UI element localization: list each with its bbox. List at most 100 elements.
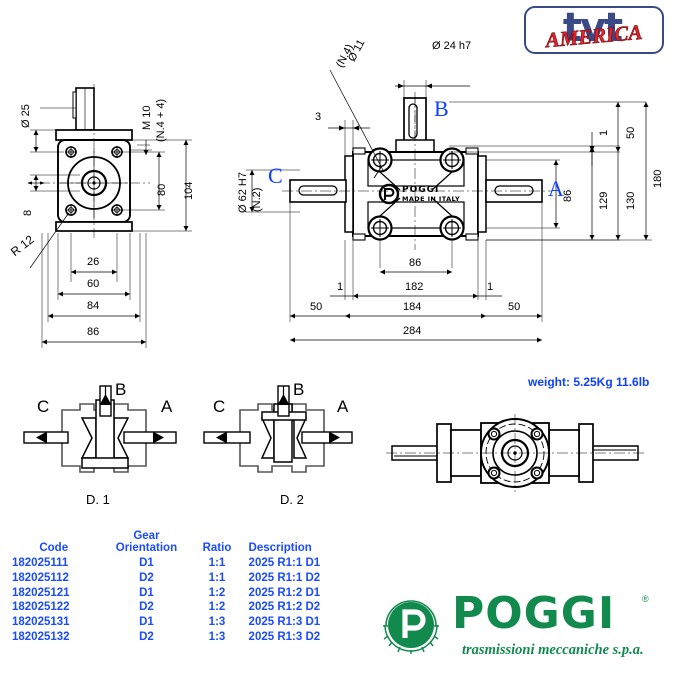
d2-label-a: A <box>337 397 349 416</box>
shaft-label-c: C <box>268 163 283 188</box>
cell-orientation: D1 <box>139 556 154 569</box>
left-view-geometry <box>40 84 150 240</box>
d2-caption: D. 2 <box>280 492 304 507</box>
poggi-tagline: trasmissioni meccaniche s.p.a. <box>462 642 644 658</box>
cell-code: 182025111 <box>12 556 69 569</box>
dim-180: 180 <box>652 169 664 188</box>
th-orientation-label: Orientation <box>115 542 178 555</box>
dim-60: 60 <box>87 278 100 290</box>
table-row: 182025111 D1 1:1 2025 R1:1 D1 <box>8 556 358 571</box>
cell-ratio: 1:3 <box>208 616 226 629</box>
d2-label-b: B <box>293 380 305 399</box>
orientation-d1-geometry <box>23 385 177 473</box>
table-row: 182025121 D1 1:2 2025 R1:2 D1 <box>8 586 358 601</box>
left-view-dimensions <box>27 107 192 348</box>
svg-text:POGGI: POGGI <box>402 185 439 195</box>
main-view-dimensions <box>246 69 652 343</box>
dim-50-right-bottom: 50 <box>508 301 521 313</box>
dim-diameter-24-h7: Ø 24 h7 <box>432 40 472 52</box>
dim-104: 104 <box>183 181 195 200</box>
dim-1-left-bottom: 1 <box>337 281 344 293</box>
weight-note: weight: 5.25Kg 11.6lb <box>528 375 650 389</box>
product-code-table: Code Gear Orientation Ratio Description <box>8 530 358 645</box>
dim-50-right: 50 <box>625 126 637 139</box>
dim-n4plus4: (N.4 + 4) <box>155 98 167 142</box>
dim-m10: M 10 <box>141 105 153 130</box>
th-code-label: Code <box>39 542 69 555</box>
cell-ratio: 1:2 <box>208 601 226 614</box>
th-gear-label: Gear <box>133 530 160 542</box>
th-ratio: Ratio <box>193 530 240 556</box>
cell-orientation: D2 <box>139 571 154 584</box>
dim-n2: (N.2) <box>251 187 263 212</box>
cell-description: 2025 R1:1 D1 <box>248 556 321 569</box>
cell-ratio: 1:3 <box>208 631 226 644</box>
dim-182: 182 <box>405 281 424 293</box>
bottom-view-geometry <box>386 414 645 492</box>
cell-code: 182025112 <box>12 571 69 584</box>
orientation-d2-geometry <box>203 385 353 473</box>
cell-code: 182025122 <box>12 601 70 614</box>
d1-caption: D. 1 <box>86 492 110 507</box>
th-description: Description <box>241 530 358 556</box>
cell-ratio: 1:1 <box>208 571 226 584</box>
d2-label-c: C <box>213 397 226 416</box>
th-ratio-label: Ratio <box>202 542 232 555</box>
cell-description: 2025 R1:3 D1 <box>248 616 321 629</box>
table-row: 182025132 D2 1:3 2025 R1:3 D2 <box>8 630 358 645</box>
th-description-label: Description <box>248 542 312 555</box>
dim-1-right-bottom: 1 <box>487 281 494 293</box>
tvt-america-logo: tvt AMERICA <box>512 2 672 54</box>
table-row: 182025131 D1 1:3 2025 R1:3 D1 <box>8 615 358 630</box>
th-gear-orientation: Gear Orientation <box>99 530 193 556</box>
cell-orientation: D2 <box>139 601 154 614</box>
cell-orientation: D2 <box>139 631 154 644</box>
svg-text:MADE IN ITALY: MADE IN ITALY <box>402 195 460 203</box>
table-row: 182025112 D2 1:1 2025 R1:1 D2 <box>8 571 358 586</box>
code-table: Code Gear Orientation Ratio Description <box>8 530 358 645</box>
poggi-logo: POGGI ® trasmissioni meccaniche s.p.a. <box>378 592 668 668</box>
poggi-registered-mark: ® <box>642 594 649 604</box>
poggi-gear-icon <box>383 600 439 654</box>
cell-ratio: 1:2 <box>208 586 226 599</box>
cell-description: 2025 R1:2 D1 <box>248 586 321 599</box>
dim-129: 129 <box>598 191 610 210</box>
dim-284: 284 <box>403 325 422 337</box>
main-view-geometry: POGGI MADE IN ITALY <box>282 92 552 250</box>
th-code: Code <box>8 530 99 556</box>
cell-code: 182025131 <box>12 616 70 629</box>
dim-26: 26 <box>87 256 100 268</box>
dim-1-right: 1 <box>598 129 610 136</box>
cell-description: 2025 R1:3 D2 <box>248 631 321 644</box>
cell-code: 182025132 <box>12 631 70 644</box>
cell-description: 2025 R1:2 D2 <box>248 601 321 614</box>
dim-3: 3 <box>315 111 322 123</box>
dim-diameter-62-h7: Ø 62 H7 <box>237 172 249 213</box>
dim-80: 80 <box>156 183 168 196</box>
dim-86-bottom: 86 <box>409 257 422 269</box>
cell-code: 182025121 <box>12 586 70 599</box>
tvt-logo-wordmark: tvt <box>562 5 623 51</box>
shaft-label-b: B <box>434 96 449 121</box>
table-row: 182025122 D2 1:2 2025 R1:2 D2 <box>8 600 358 615</box>
shaft-label-a: A <box>548 176 564 201</box>
d1-label-c: C <box>37 397 50 416</box>
cell-ratio: 1:1 <box>208 556 226 569</box>
dim-130: 130 <box>625 191 637 210</box>
dim-84: 84 <box>87 300 100 312</box>
dim-86-left: 86 <box>87 326 100 338</box>
cell-description: 2025 R1:1 D2 <box>248 571 321 584</box>
dim-8: 8 <box>22 209 34 216</box>
d1-label-b: B <box>115 380 127 399</box>
d1-label-a: A <box>161 397 173 416</box>
poggi-wordmark: POGGI <box>452 588 616 639</box>
dim-diameter-25: Ø 25 <box>20 104 32 128</box>
code-table-body: 182025111 D1 1:1 2025 R1:1 D1 182025112 … <box>8 556 358 645</box>
cell-orientation: D1 <box>139 586 154 599</box>
dim-50-left-bottom: 50 <box>310 301 323 313</box>
tvt-logo-frame <box>524 6 664 54</box>
dim-184: 184 <box>403 301 422 313</box>
cell-orientation: D1 <box>139 616 154 629</box>
